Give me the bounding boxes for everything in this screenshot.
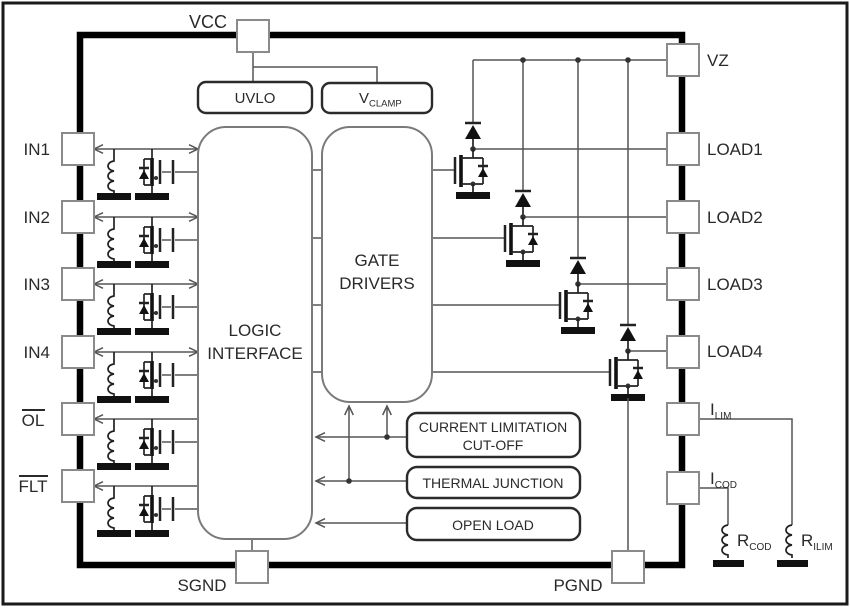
input-wires (94, 149, 198, 486)
pin-sgnd (235, 550, 269, 584)
pin-in4-label: IN4 (24, 343, 50, 362)
gate-drive-wires (312, 169, 610, 373)
pin-ol (61, 402, 95, 436)
pin-in4 (61, 335, 95, 369)
pin-ilim-label: ILIM (710, 400, 731, 422)
pin-in2 (61, 200, 95, 234)
block-thermal-junction (405, 465, 582, 500)
pin-in2-label: IN2 (24, 208, 50, 227)
pin-icod-label: ICOD (710, 469, 737, 491)
pin-load1 (666, 132, 700, 166)
rcod-label: RCOD (737, 531, 772, 553)
block-current-limitation-cutoff (405, 411, 582, 459)
vz-bus (472, 57, 667, 325)
pin-ilim (666, 402, 700, 436)
block-vclamp (320, 81, 434, 115)
thermal-junction-label: THERMAL JUNCTION (422, 475, 563, 491)
pin-in1-label: IN1 (24, 140, 50, 159)
pin-vcc-label: VCC (189, 12, 227, 32)
external-resistor-wires (699, 418, 793, 525)
pin-vcc (236, 19, 270, 53)
pin-pgnd (611, 550, 645, 584)
pin-vz (666, 43, 700, 77)
pin-in1 (61, 132, 95, 166)
vcc-distribution-wires (252, 52, 378, 82)
pin-in3 (61, 267, 95, 301)
current-limitation-label-1: CURRENT LIMITATION (419, 419, 568, 435)
block-gate-drivers (321, 126, 433, 403)
pin-in3-label: IN3 (24, 275, 50, 294)
pin-ol-label: OL (22, 411, 45, 430)
open-load-label: OPEN LOAD (452, 517, 534, 533)
pin-squares (61, 19, 700, 584)
pin-load2-label: LOAD2 (707, 208, 763, 227)
pin-pgnd-label: PGND (553, 576, 602, 595)
uvlo-label: UVLO (235, 90, 276, 107)
pin-load2 (666, 200, 700, 234)
pin-load3 (666, 267, 700, 301)
pin-flt (61, 469, 95, 503)
pin-load3-label: LOAD3 (707, 275, 763, 294)
rilim-label: RILIM (801, 531, 833, 553)
pin-sgnd-label: SGND (177, 576, 226, 595)
pin-flt-label: FLT (19, 477, 48, 496)
pin-load1-label: LOAD1 (707, 140, 763, 159)
vclamp-label: VCLAMP (359, 90, 402, 110)
pin-load4 (666, 335, 700, 369)
logic-interface-label-1: LOGIC (229, 321, 282, 340)
logic-interface-label-2: INTERFACE (207, 344, 302, 363)
current-limitation-label-2: CUT-OFF (463, 437, 524, 453)
block-logic-interface (197, 126, 313, 540)
pin-load4-label: LOAD4 (707, 342, 763, 361)
block-open-load (405, 506, 582, 542)
protection-feedback-wires (316, 406, 407, 523)
gate-drivers-label-1: GATE (354, 251, 399, 270)
block-uvlo (196, 80, 314, 115)
pin-vz-label: VZ (707, 51, 729, 70)
gate-drivers-label-2: DRIVERS (339, 274, 415, 293)
pin-icod (666, 471, 700, 505)
